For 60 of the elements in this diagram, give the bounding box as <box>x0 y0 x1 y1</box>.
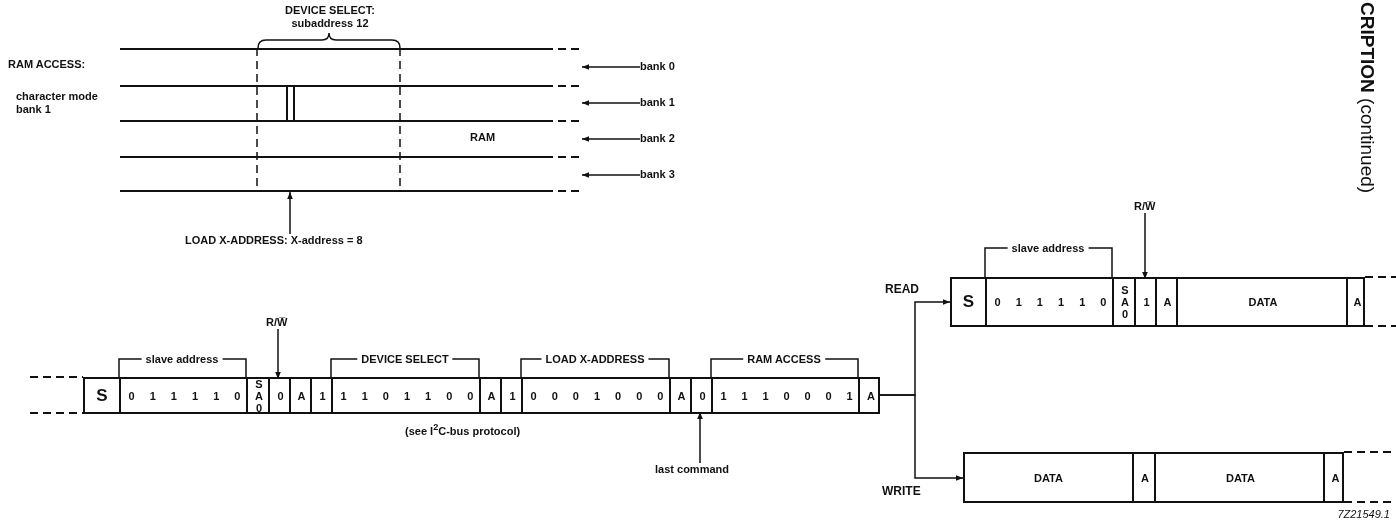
field-label: LOAD X-ADDRESS <box>541 353 649 366</box>
arrow <box>581 136 641 142</box>
signal-label: R/W̅ <box>266 316 288 329</box>
character-marker <box>286 85 295 120</box>
bit-cell: 1 <box>310 379 333 412</box>
row-label: character mode bank 1 <box>16 90 99 116</box>
bit-cell: 1 1 1 0 0 0 1 <box>711 379 860 412</box>
bit-cell: 0 1 1 1 1 0 <box>119 379 248 412</box>
bit-cell: 0 0 0 1 0 0 0 <box>521 379 671 412</box>
bit-cell: A <box>1346 279 1367 325</box>
field-label: DEVICE SELECT <box>357 353 453 366</box>
bit-cell: S A 0 <box>246 379 270 412</box>
arrow <box>879 394 964 481</box>
field-label: slave address <box>141 353 223 366</box>
memory-label: RAM <box>470 131 496 144</box>
bit-cell: A <box>479 379 502 412</box>
bit-cell: DATA <box>1154 454 1325 501</box>
bit-frame <box>83 377 880 414</box>
bit-cell: A <box>289 379 312 412</box>
arrow <box>697 411 703 464</box>
arrow <box>581 64 641 70</box>
bit-cell: A <box>669 379 692 412</box>
bit-cell: S <box>950 279 987 325</box>
bank-label: bank 1 <box>640 96 675 109</box>
bit-cell: A <box>1323 454 1346 501</box>
bank-label: bank 2 <box>640 132 675 145</box>
bit-frame <box>950 277 1365 327</box>
arrow <box>1142 212 1148 280</box>
bit-cell: 0 1 1 1 1 0 <box>985 279 1114 325</box>
callout-text: last command <box>655 463 729 476</box>
bit-cell: DATA <box>1176 279 1348 325</box>
page-header: CRIPTION (continued) <box>1356 2 1378 194</box>
edge-label: WRITE <box>882 485 921 498</box>
bit-cell: 0 <box>268 379 291 412</box>
bit-frame <box>963 452 1344 503</box>
bit-cell: 1 <box>1134 279 1157 325</box>
arrow <box>275 328 281 380</box>
bit-cell: S A 0 <box>1112 279 1136 325</box>
row-group-label: RAM ACCESS: <box>8 58 86 71</box>
bit-cell: 1 <box>500 379 523 412</box>
field-label: slave address <box>1007 242 1089 255</box>
bit-cell: S <box>83 379 121 412</box>
bit-cell: 0 <box>690 379 713 412</box>
arrow <box>581 172 641 178</box>
arrow <box>287 191 293 235</box>
note-text: (see I$^{2}$C-bus protocol) <box>405 421 521 438</box>
bit-cell: DATA <box>963 454 1134 501</box>
figure-number: 7Z21549.1 <box>1337 508 1390 521</box>
bit-cell: A <box>858 379 882 412</box>
callout-text: LOAD X-ADDRESS: X-address = 8 <box>185 234 363 247</box>
bank-label: bank 0 <box>640 60 675 73</box>
bit-cell: A <box>1155 279 1178 325</box>
signal-label: R/W̅ <box>1134 200 1156 213</box>
arrow <box>581 100 641 106</box>
heading-text: DEVICE SELECT: subaddress 12 <box>284 4 376 30</box>
bit-cell: 1 1 0 1 1 0 0 <box>331 379 481 412</box>
bit-cell: A <box>1132 454 1156 501</box>
bank-label: bank 3 <box>640 168 675 181</box>
field-label: RAM ACCESS <box>743 353 825 366</box>
edge-label: READ <box>885 283 919 296</box>
